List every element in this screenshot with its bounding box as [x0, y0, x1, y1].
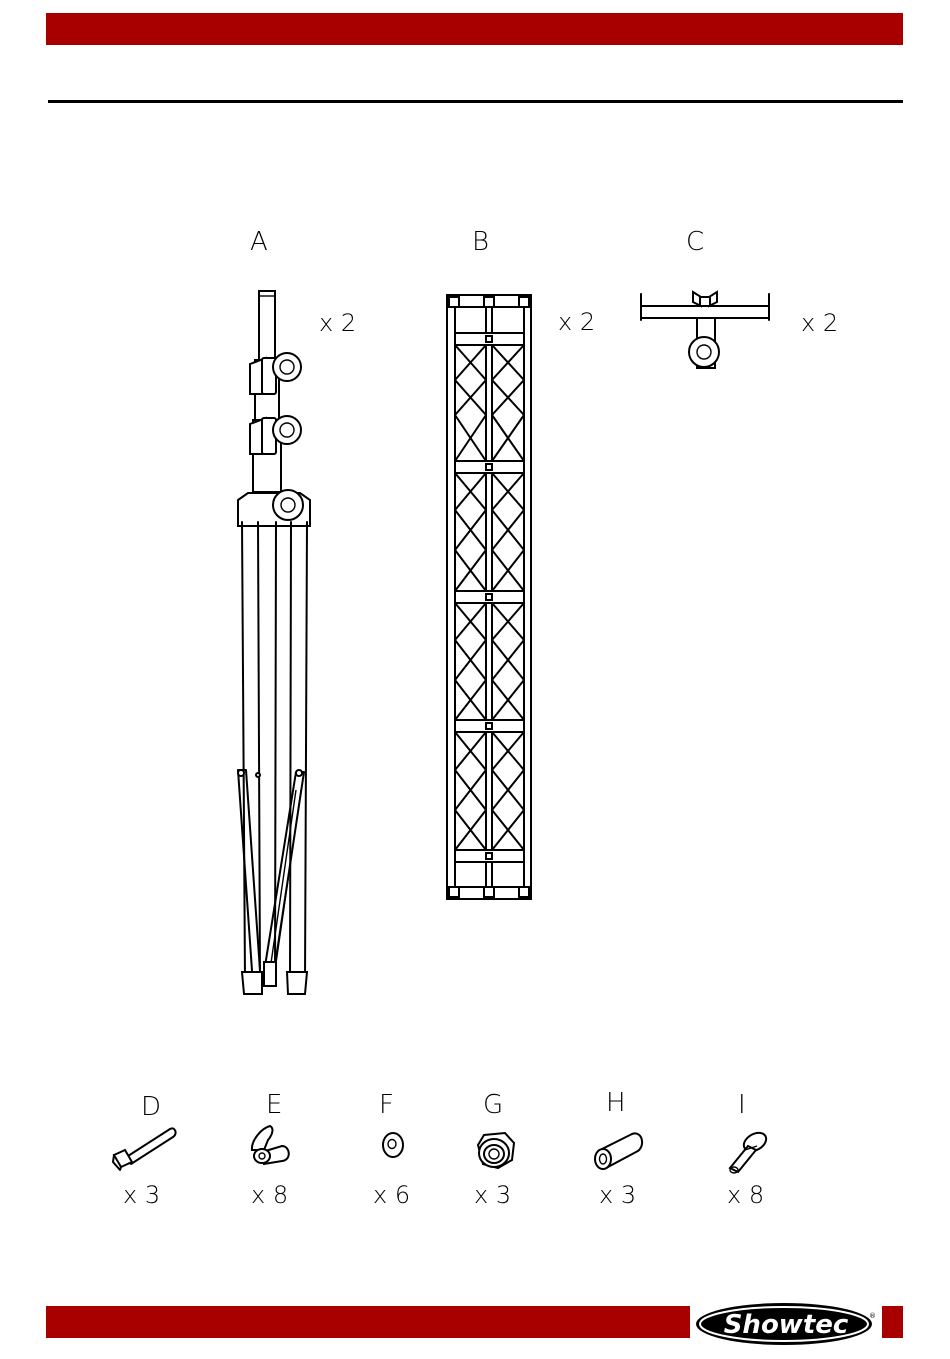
wing-nut-icon — [252, 1126, 289, 1164]
washer-icon — [383, 1133, 403, 1157]
spacer-tube-icon — [595, 1133, 642, 1169]
footer-bar-end — [882, 1306, 903, 1338]
brand-name: Showtec — [724, 1310, 849, 1340]
footer-bar — [46, 1306, 690, 1338]
tripod-stand-icon — [238, 291, 310, 994]
lock-nut-icon — [478, 1133, 514, 1168]
clamp-bolt-icon — [730, 1129, 769, 1173]
registered-mark: ® — [869, 1312, 876, 1320]
t-bar-bracket-icon — [641, 292, 769, 368]
bolt-icon — [113, 1128, 176, 1170]
truss-section-icon — [447, 295, 531, 899]
showtec-logo: Showtec ® — [692, 1300, 878, 1348]
